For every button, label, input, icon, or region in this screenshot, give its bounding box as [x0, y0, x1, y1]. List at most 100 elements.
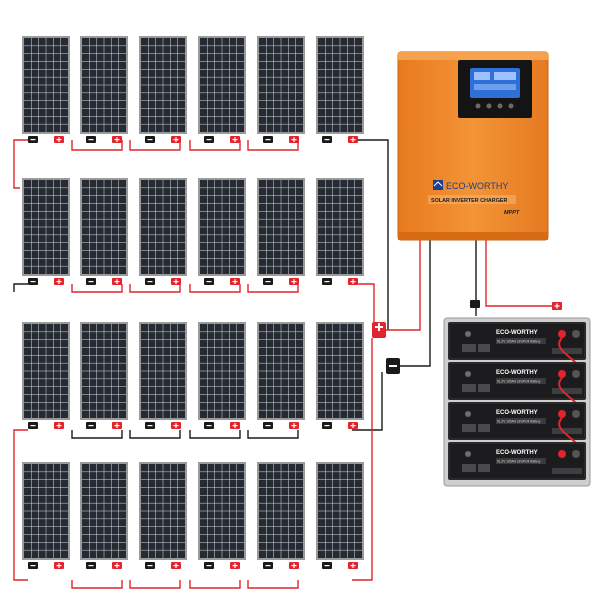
- inverter-brand: ECO-WORTHY: [446, 181, 508, 191]
- panel-negative-connector: [204, 422, 214, 429]
- battery-module: ECO-WORTHY 51.2V 100AH LiFePO4 Battery: [448, 322, 586, 375]
- battery-spec-label: 51.2V 100AH LiFePO4 Battery: [497, 460, 541, 464]
- battery-port: [478, 424, 490, 432]
- wire-inverter-to-battery-red: [485, 238, 556, 307]
- panel-negative-connector: [86, 278, 96, 285]
- battery-brand: ECO-WORTHY: [496, 370, 538, 376]
- solar-panel: [139, 322, 187, 429]
- panel-positive-connector: [348, 422, 358, 429]
- battery-port: [462, 424, 476, 432]
- panel-negative-connector: [86, 136, 96, 143]
- inverter-display-panel: [458, 60, 532, 118]
- wire-row2-out-red: [352, 283, 375, 322]
- panel-negative-connector: [28, 278, 38, 285]
- wire-combiner-red-to-inverter: [386, 238, 421, 331]
- panel-positive-connector: [112, 422, 122, 429]
- solar-panel: [257, 462, 305, 569]
- panel-positive-connector: [289, 278, 299, 285]
- panel-positive-connector: [54, 278, 64, 285]
- panel-negative-connector: [204, 136, 214, 143]
- solar-panel: [198, 322, 246, 429]
- panel-negative-connector: [28, 422, 38, 429]
- panel-positive-connector: [289, 422, 299, 429]
- battery-brand: ECO-WORTHY: [496, 410, 538, 416]
- wire-row2-black-left: [13, 283, 28, 292]
- battery-breaker-icon: [465, 451, 471, 457]
- battery-positive-input-connector: [552, 302, 562, 310]
- solar-panel: [139, 36, 187, 143]
- battery-port: [462, 384, 476, 392]
- panel-negative-connector: [86, 422, 96, 429]
- battery-brand: ECO-WORTHY: [496, 330, 538, 336]
- solar-panel: [139, 178, 187, 285]
- solar-panel: [316, 322, 364, 429]
- inverter-button-4[interactable]: [508, 103, 514, 109]
- battery-negative-terminal: [572, 450, 580, 458]
- panel-positive-connector: [171, 136, 181, 143]
- battery-spec-label: 51.2V 100AH LiFePO4 Battery: [497, 340, 541, 344]
- wire-row3-red-left: [13, 429, 28, 581]
- battery-negative-terminal: [572, 370, 580, 378]
- panel-negative-connector: [204, 562, 214, 569]
- panel-negative-connector: [263, 278, 273, 285]
- battery-brand: ECO-WORTHY: [496, 450, 538, 456]
- battery-port: [462, 464, 476, 472]
- wire-row4-out-red: [352, 338, 373, 581]
- solar-panel: [316, 462, 364, 569]
- panel-positive-connector: [348, 562, 358, 569]
- solar-panel: [22, 322, 70, 429]
- battery-port: [462, 344, 476, 352]
- battery-positive-terminal: [558, 370, 566, 378]
- solar-panel: [198, 178, 246, 285]
- solar-panel: [80, 462, 128, 569]
- panel-positive-connector: [348, 136, 358, 143]
- solar-panel: [198, 36, 246, 143]
- wire-row3-jumpers: [71, 430, 299, 439]
- wire-row1-jumpers: [71, 140, 299, 151]
- solar-panel: [80, 36, 128, 143]
- panel-negative-connector: [322, 422, 332, 429]
- wire-row1-out-black: [352, 139, 389, 330]
- battery-negative-input-connector: [470, 300, 480, 308]
- panel-negative-connector: [28, 562, 38, 569]
- panel-positive-connector: [112, 136, 122, 143]
- inverter-badge: MPPT: [504, 210, 520, 216]
- solar-panel: [257, 36, 305, 143]
- solar-panel: [257, 322, 305, 429]
- panel-negative-connector: [145, 278, 155, 285]
- panel-negative-connector: [145, 136, 155, 143]
- panel-positive-connector: [230, 136, 240, 143]
- panel-positive-connector: [348, 278, 358, 285]
- solar-panel: [22, 178, 70, 285]
- battery-port: [478, 384, 490, 392]
- solar-panel: [22, 462, 70, 569]
- panel-negative-connector: [263, 422, 273, 429]
- combiner-black-connector: [386, 358, 400, 374]
- wire-row1-red-left: [13, 139, 28, 189]
- inverter-button-3[interactable]: [497, 103, 503, 109]
- panel-positive-connector: [54, 422, 64, 429]
- panel-positive-connector: [230, 422, 240, 429]
- panel-positive-connector: [230, 278, 240, 285]
- battery-breaker-icon: [465, 331, 471, 337]
- panel-positive-connector: [54, 562, 64, 569]
- panel-negative-connector: [145, 422, 155, 429]
- battery-port: [478, 344, 490, 352]
- wire-row4-jumpers: [71, 580, 299, 589]
- battery-breaker-icon: [465, 371, 471, 377]
- solar-panel: [22, 36, 70, 143]
- panel-negative-connector: [322, 136, 332, 143]
- panel-positive-connector: [112, 562, 122, 569]
- combiner-red-connector: [372, 322, 386, 338]
- solar-panel: [316, 178, 364, 285]
- battery-port: [478, 464, 490, 472]
- inverter-button-1[interactable]: [475, 103, 481, 109]
- battery-breaker-icon: [465, 411, 471, 417]
- panel-negative-connector: [263, 136, 273, 143]
- inverter-button-2[interactable]: [486, 103, 492, 109]
- solar-panel: [80, 178, 128, 285]
